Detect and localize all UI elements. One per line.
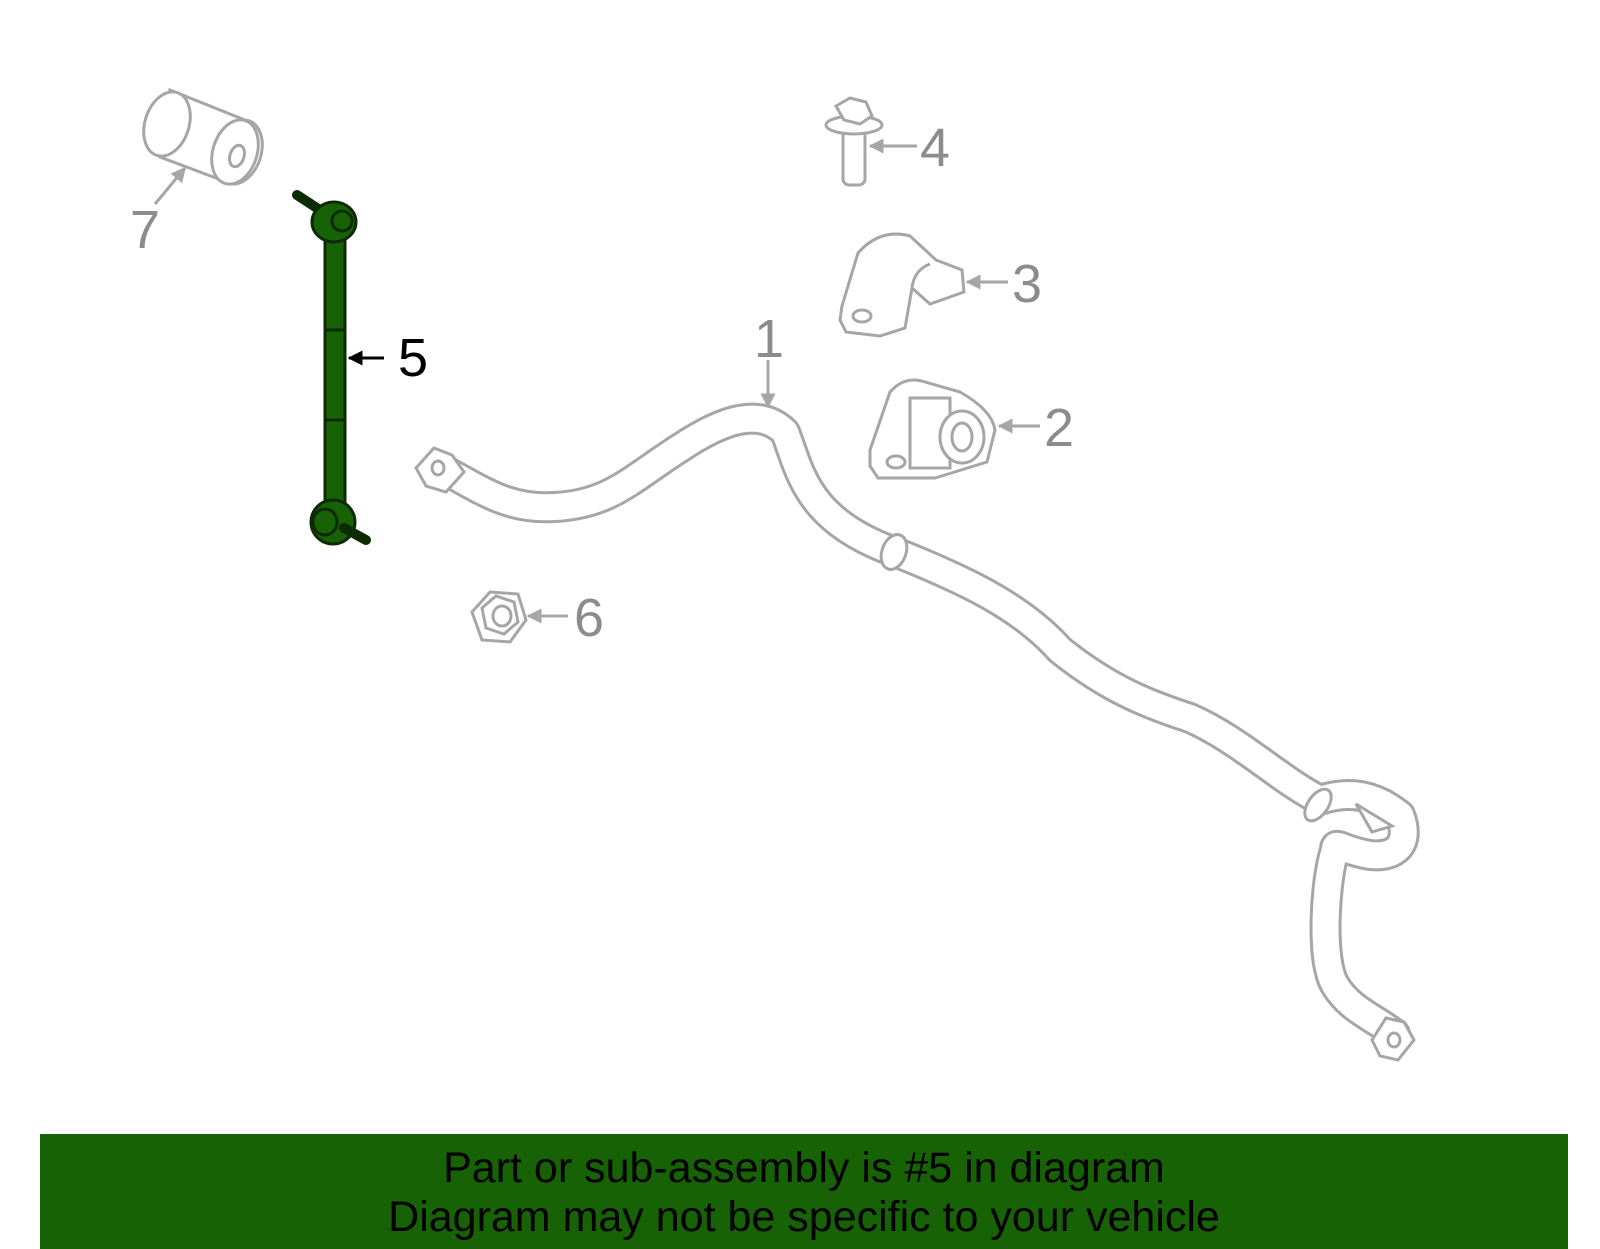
info-banner: Part or sub-assembly is #5 in diagram Di…	[40, 1134, 1568, 1249]
banner-line-1: Part or sub-assembly is #5 in diagram	[443, 1144, 1165, 1192]
callout-6: 6	[574, 588, 604, 648]
part-6-nut[interactable]	[470, 590, 528, 644]
part-4-bolt[interactable]	[824, 96, 884, 187]
callout-3: 3	[1012, 254, 1042, 314]
part-3-bracket[interactable]	[838, 232, 966, 338]
part-1-stabilizer-bar[interactable]	[414, 402, 1420, 1062]
callout-4: 4	[920, 118, 950, 178]
part-2-bushing[interactable]	[868, 378, 997, 480]
callout-7: 7	[130, 200, 160, 260]
banner-line-2: Diagram may not be specific to your vehi…	[388, 1193, 1220, 1241]
part-7-bushing[interactable]	[136, 86, 266, 190]
callout-2: 2	[1044, 398, 1074, 458]
callout-5: 5	[398, 328, 428, 388]
callout-1: 1	[754, 309, 784, 369]
part-5-stabilizer-link[interactable]	[292, 190, 371, 546]
